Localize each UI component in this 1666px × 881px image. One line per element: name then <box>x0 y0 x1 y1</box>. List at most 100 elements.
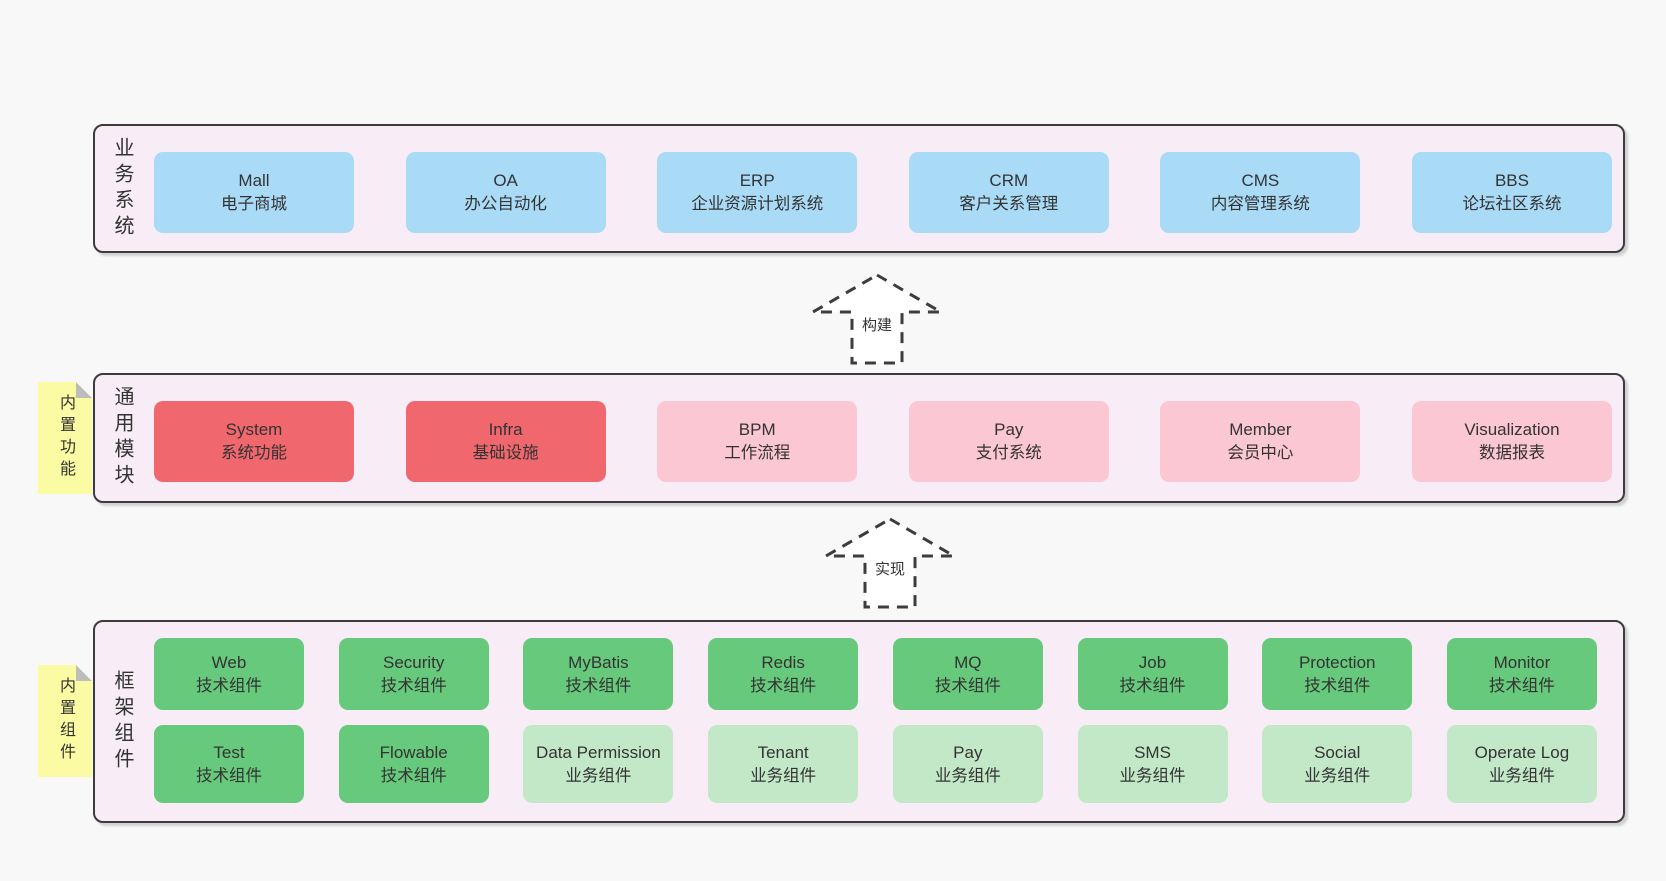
box-name: Flowable <box>379 742 448 762</box>
box-description: 内容管理系统 <box>1210 195 1310 213</box>
box-social: Social 业务组件 <box>1262 725 1413 803</box>
box-name: System <box>225 420 283 439</box>
box-name: Data Permission <box>536 742 661 762</box>
box-description: 业务组件 <box>1304 766 1371 785</box>
box-description: 业务组件 <box>1119 766 1186 785</box>
box-name: Job <box>1138 652 1167 672</box>
box-name: Pay <box>953 742 983 762</box>
box-system: System 系统功能 <box>154 401 354 482</box>
box-redis: Redis 技术组件 <box>708 638 859 710</box>
box-description: 技术组件 <box>1488 676 1555 695</box>
box-description: 办公自动化 <box>464 195 547 213</box>
box-name: SMS <box>1134 742 1171 762</box>
layer-business-systems: 业务系统 Mall 电子商城 OA 办公自动化 ERP 企业资源计划系统 CRM 客户关系管理… <box>93 124 1625 253</box>
box-description: 技术组件 <box>380 766 447 785</box>
box-security: Security 技术组件 <box>338 638 489 710</box>
layer-business-title: 业务系统 <box>111 136 133 241</box>
box-description: 企业资源计划系统 <box>691 195 824 213</box>
box-name: BBS <box>1494 171 1529 190</box>
box-pay: Pay 业务组件 <box>892 725 1043 803</box>
box-name: Operate Log <box>1474 742 1570 762</box>
box-crm: CRM 客户关系管理 <box>908 152 1109 233</box>
box-description: 业务组件 <box>1488 766 1555 785</box>
build-arrow-label: 构建 <box>859 314 895 335</box>
box-description: 技术组件 <box>750 676 817 695</box>
box-description: 技术组件 <box>934 676 1001 695</box>
box-name: Test <box>213 742 245 762</box>
box-description: 业务组件 <box>934 766 1001 785</box>
layer-components-title: 框架组件 <box>111 669 133 774</box>
box-name: CRM <box>989 171 1029 190</box>
box-name: Web <box>211 652 247 672</box>
folded-corner-icon <box>76 665 92 681</box>
box-job: Job 技术组件 <box>1077 638 1228 710</box>
box-flowable: Flowable 技术组件 <box>338 725 489 803</box>
box-mq: MQ 技术组件 <box>892 638 1043 710</box>
box-description: 技术组件 <box>565 676 632 695</box>
implement-arrow-label: 实现 <box>872 558 908 579</box>
box-member: Member 会员中心 <box>1160 401 1361 482</box>
sticky-note-builtin-functions: 内置功能 <box>38 382 92 494</box>
box-description: 基础设施 <box>472 444 539 462</box>
box-description: 电子商城 <box>221 195 287 213</box>
box-bbs: BBS 论坛社区系统 <box>1411 152 1612 233</box>
box-name: ERP <box>739 171 775 190</box>
box-mybatis: MyBatis 技术组件 <box>523 638 674 710</box>
box-name: BPM <box>738 420 776 439</box>
box-description: 会员中心 <box>1227 444 1294 462</box>
build-arrow: 构建 <box>810 272 944 366</box>
box-cms: CMS 内容管理系统 <box>1160 152 1361 233</box>
implement-arrow: 实现 <box>823 516 957 610</box>
box-name: OA <box>493 171 518 190</box>
box-name: MyBatis <box>568 652 629 672</box>
box-protection: Protection 技术组件 <box>1262 638 1413 710</box>
box-operate-log: Operate Log 业务组件 <box>1446 725 1597 803</box>
box-description: 客户关系管理 <box>959 195 1059 213</box>
box-description: 系统功能 <box>221 444 287 462</box>
box-name: Member <box>1229 420 1292 439</box>
box-name: CMS <box>1241 171 1280 190</box>
business-boxes-row: Mall 电子商城 OA 办公自动化 ERP 企业资源计划系统 CRM 客户关系管理 CMS 内容… <box>154 152 1612 233</box>
box-name: MQ <box>954 652 982 672</box>
box-erp: ERP 企业资源计划系统 <box>657 152 858 233</box>
box-tenant: Tenant 业务组件 <box>708 725 859 803</box>
box-description: 工作流程 <box>724 444 791 462</box>
box-description: 技术组件 <box>196 676 262 695</box>
box-monitor: Monitor 技术组件 <box>1446 638 1597 710</box>
box-description: 技术组件 <box>380 676 447 695</box>
box-name: Tenant <box>757 742 809 762</box>
box-description: 论坛社区系统 <box>1462 195 1562 213</box>
box-name: Mall <box>238 171 270 190</box>
box-oa: OA 办公自动化 <box>405 152 606 233</box>
box-description: 技术组件 <box>196 766 262 785</box>
box-sms: SMS 业务组件 <box>1077 725 1228 803</box>
box-name: Security <box>382 652 445 672</box>
box-pay: Pay 支付系统 <box>908 401 1109 482</box>
sticky-note-text: 内置功能 <box>57 394 74 482</box>
box-description: 技术组件 <box>1119 676 1186 695</box>
layer-modules-title: 通用模块 <box>111 386 133 490</box>
folded-corner-icon <box>76 382 92 398</box>
box-name: Protection <box>1298 652 1376 672</box>
box-name: Pay <box>994 420 1024 439</box>
box-web: Web 技术组件 <box>154 638 304 710</box>
box-description: 支付系统 <box>975 444 1042 462</box>
box-mall: Mall 电子商城 <box>154 152 354 233</box>
box-bpm: BPM 工作流程 <box>657 401 858 482</box>
box-test: Test 技术组件 <box>154 725 304 803</box>
box-name: Visualization <box>1464 420 1560 439</box>
box-description: 技术组件 <box>1304 676 1371 695</box>
box-name: Redis <box>761 652 805 672</box>
box-name: Monitor <box>1493 652 1551 672</box>
box-description: 业务组件 <box>750 766 817 785</box>
box-name: Social <box>1314 742 1361 762</box>
